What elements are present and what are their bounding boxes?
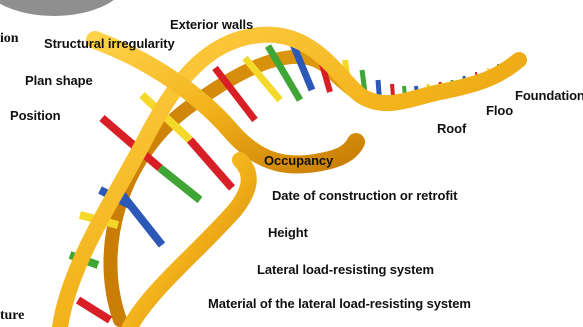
label-exterior-walls: Exterior walls: [170, 17, 253, 32]
rung: [78, 300, 110, 320]
label-floor: Floo: [486, 103, 513, 118]
label-position: Position: [10, 108, 60, 123]
label-plan-shape: Plan shape: [25, 73, 93, 88]
label-lateral-load-system: Lateral load-resisting system: [257, 262, 434, 277]
rung: [160, 168, 200, 200]
label-cut-left-bottom: ture: [0, 308, 24, 324]
label-material-lateral-system: Material of the lateral load-resisting s…: [208, 296, 471, 311]
label-occupancy: Occupancy: [264, 153, 333, 168]
label-cut-left-top: ion: [0, 31, 18, 47]
rung: [120, 192, 162, 245]
label-height: Height: [268, 225, 308, 240]
label-structural-irregularity: Structural irregularity: [44, 36, 175, 51]
label-roof: Roof: [437, 121, 466, 136]
rung: [190, 140, 232, 188]
label-foundation: Foundation: [515, 88, 583, 103]
label-date-of-construction: Date of construction or retrofit: [272, 188, 457, 203]
